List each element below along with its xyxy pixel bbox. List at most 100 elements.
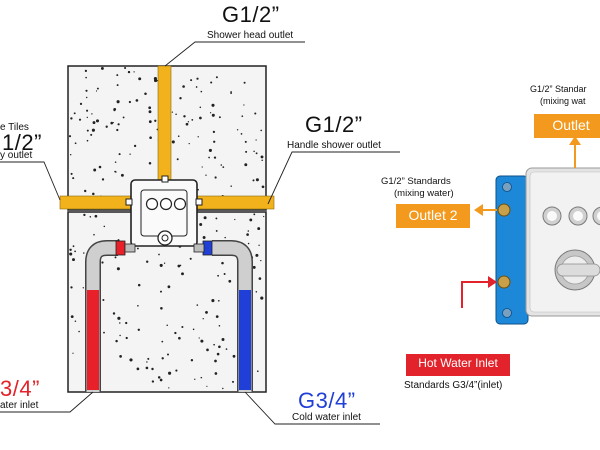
speckle	[160, 307, 163, 310]
speckle	[240, 133, 243, 135]
outlet-2-standard: G1/2” Standards	[381, 176, 451, 187]
speckle	[125, 336, 128, 340]
leader-lines	[0, 41, 400, 425]
speckle	[179, 97, 182, 100]
cold-inlet-size: G3/4”	[298, 388, 356, 413]
speckle	[210, 81, 213, 84]
cold-water-pipe	[193, 240, 253, 392]
speckle	[257, 227, 261, 231]
speckle	[89, 216, 92, 218]
speckle	[255, 139, 257, 141]
speckle	[203, 216, 207, 220]
speckle	[98, 165, 102, 169]
speckle	[195, 86, 198, 88]
speckle	[214, 372, 218, 375]
speckle	[225, 348, 228, 350]
speckle	[244, 140, 247, 143]
speckle	[119, 334, 121, 337]
speckle	[214, 176, 217, 179]
speckle	[174, 331, 177, 335]
speckle	[224, 236, 226, 239]
speckle	[148, 162, 152, 165]
speckle	[118, 153, 121, 156]
speckle	[171, 140, 175, 144]
speckle	[187, 121, 190, 123]
speckle	[116, 74, 119, 77]
speckle	[253, 213, 256, 216]
speckle	[86, 116, 88, 119]
speckle	[230, 185, 232, 187]
speckle	[101, 178, 105, 181]
speckle	[199, 116, 202, 120]
speckle	[260, 155, 264, 159]
speckle	[213, 343, 215, 346]
speckle	[93, 233, 95, 236]
speckle	[194, 378, 196, 380]
speckle	[114, 161, 117, 163]
speckle	[218, 325, 221, 327]
speckle	[116, 100, 120, 104]
speckle	[163, 262, 166, 264]
speckle	[166, 324, 168, 327]
speckle	[70, 154, 72, 156]
speckle	[230, 90, 232, 93]
speckle	[211, 113, 215, 117]
speckle	[175, 369, 178, 372]
top-outlet-size: G1/2”	[222, 2, 280, 27]
speckle	[137, 304, 139, 307]
speckle	[105, 125, 108, 128]
outlet-top-badge: Outlet	[552, 117, 590, 133]
top-outlet-desc: Shower head outlet	[207, 30, 294, 41]
speckle	[182, 85, 185, 88]
speckle	[215, 217, 218, 220]
speckle	[160, 290, 162, 293]
speckle	[137, 328, 140, 331]
speckle	[78, 118, 82, 121]
speckle	[216, 352, 220, 356]
speckle	[168, 371, 172, 375]
speckle	[133, 71, 135, 73]
speckle	[199, 106, 202, 109]
speckle	[198, 337, 200, 339]
speckle	[157, 376, 161, 379]
speckle	[200, 376, 203, 379]
speckle	[161, 357, 164, 360]
speckle	[212, 130, 216, 134]
speckle	[119, 322, 121, 324]
speckle	[247, 242, 250, 245]
speckle	[159, 378, 163, 382]
speckle	[112, 121, 114, 124]
speckle	[114, 170, 117, 173]
speckle	[94, 214, 98, 218]
speckle	[215, 229, 218, 232]
hot-inlet-size: 3/4”	[0, 376, 40, 401]
speckle	[218, 345, 221, 349]
speckle	[179, 264, 182, 267]
speckle	[95, 90, 98, 92]
speckle	[255, 178, 259, 182]
speckle	[188, 142, 190, 145]
speckle	[74, 142, 77, 145]
speckle	[70, 117, 73, 120]
speckle	[148, 120, 152, 124]
cold-inlet-desc: Cold water inlet	[292, 412, 361, 423]
speckle	[217, 274, 219, 277]
valve-box	[125, 175, 203, 247]
speckle	[154, 119, 157, 122]
speckle	[86, 129, 89, 132]
speckle	[74, 250, 76, 253]
speckle	[129, 153, 131, 155]
speckle	[135, 99, 139, 102]
speckle	[70, 172, 73, 175]
speckle	[127, 70, 131, 74]
speckle	[120, 173, 124, 177]
speckle	[196, 77, 199, 80]
speckle	[128, 100, 132, 104]
speckle	[146, 260, 149, 263]
speckle	[202, 236, 206, 239]
speckle	[83, 213, 86, 217]
speckle	[201, 166, 203, 168]
speckle	[252, 265, 256, 269]
speckle	[190, 359, 194, 362]
speckle	[124, 66, 127, 70]
